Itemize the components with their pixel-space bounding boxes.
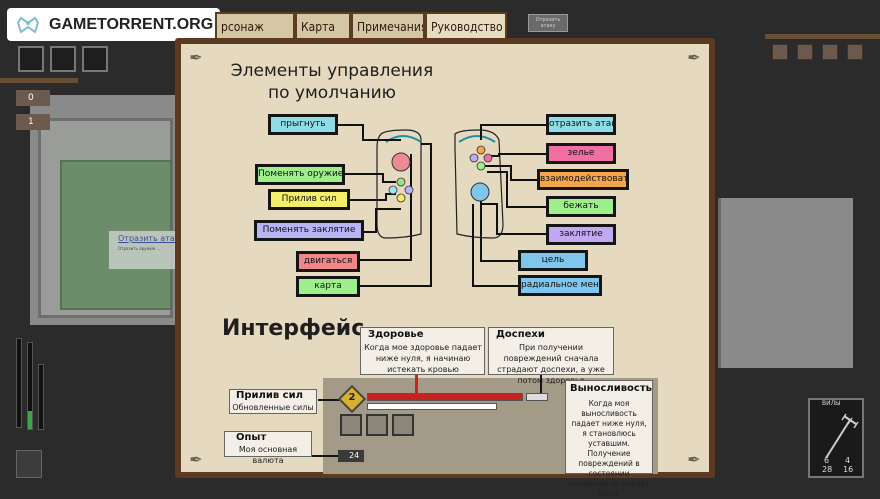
quick-slot-1[interactable] [18,46,44,72]
tab-character[interactable]: рсонаж [215,12,295,40]
label-swap-weapon: Поменять оружие [255,164,345,185]
hud-slot-2 [366,414,388,436]
surge-card-text: Обновленные силы [232,403,314,412]
resource-counter-2: 1 [16,114,50,130]
armor-connector [540,375,542,393]
label-power-surge: Прилив сил [268,189,350,210]
corner-ornament-icon: ✒ [687,48,701,67]
background-hint-link: Отразить атак [118,234,180,243]
hud-slot-3 [392,414,414,436]
gamepad-icon [16,16,40,34]
armor-card [488,327,614,375]
stamina-card-title: Выносливость [570,383,652,394]
label-parry: отразить атаку [546,114,616,135]
resource-counter-1: 0 [16,90,50,106]
exp-card [224,431,312,457]
corner-ornament-icon: ✒ [687,450,701,469]
background-hint-text: Отразить оружие ... [118,246,161,251]
surge-connector [318,399,342,401]
weapon-stat-2-bottom: 16 [843,465,854,474]
label-move: двигаться [296,251,360,272]
exp-card-text: Моя основная валюта [238,445,298,465]
label-swap-spell: Поменять заклятие [254,220,364,241]
label-interact: взаимодействовать [537,169,629,190]
armor-card-text: При получении повреждений сначала страда… [497,343,605,385]
corner-ornament-icon: ✒ [189,450,203,469]
hud-slot-1 [340,414,362,436]
stamina-card-text: Когда моя выносливость падает ниже нуля,… [568,399,650,498]
inventory-bar [765,34,880,39]
stamina-card [565,380,653,474]
exp-counter: 24 [338,450,364,462]
armor-bar [526,393,548,401]
interface-title: Интерфейс [222,316,365,341]
meter-1 [16,338,22,428]
weapon-panel[interactable] [808,398,864,478]
stamina-bar [367,403,497,410]
health-card-text: Когда мое здоровье падает ниже нуля, я н… [364,343,482,374]
health-card-title: Здоровье [368,329,424,340]
surge-level: 2 [348,392,356,403]
weapon-name: ВИЛЫ [822,400,841,407]
armor-card-title: Доспехи [496,329,545,340]
inventory-slot-3[interactable] [822,44,838,60]
inventory-slot-1[interactable] [772,44,788,60]
label-target: цель [518,250,588,271]
tab-map[interactable]: Карта [295,12,351,40]
journal-tabs: рсонаж Карта Примечания Руководство [215,12,507,40]
label-radial-menu: радиальное меню [518,275,602,296]
surge-card [229,389,317,414]
exp-card-title: Опыт [236,432,267,443]
background-hint-panel [108,230,178,270]
background-tab: Отразить атаку [528,14,568,32]
controls-title-line1: Элементы управления [230,61,434,81]
dungeon-floor-right [718,198,853,368]
tab-notes[interactable]: Примечания [351,12,425,40]
inventory-slot-4[interactable] [847,44,863,60]
pitchfork-icon [825,413,859,459]
controller-diagram [335,124,547,287]
watermark-text: GAMETORRENT.ORG [49,15,214,33]
corner-ornament-icon: ✒ [189,48,203,67]
weapon-stat-2-top: 4 [845,456,851,465]
quick-slot-3[interactable] [82,46,108,72]
label-spell: заклятие [546,224,616,245]
weapon-stat-1-top: 6 [824,456,830,465]
health-bar [367,393,523,401]
controls-title-line2: по умолчанию [267,83,396,103]
meter-2 [27,342,33,430]
meter-3 [38,364,44,430]
quick-slot-2[interactable] [50,46,76,72]
label-run: бежать [546,196,616,217]
inventory-slot-2[interactable] [797,44,813,60]
exp-connector [312,455,338,457]
surge-card-title: Прилив сил [236,390,303,401]
health-connector [415,375,418,395]
health-card [360,327,485,375]
watermark-logo: GAMETORRENT.ORG [7,8,220,41]
tab-guide[interactable]: Руководство [425,12,507,40]
label-map: карта [296,276,360,297]
weapon-stat-1-bottom: 28 [822,465,833,474]
bag-icon[interactable] [16,450,42,478]
label-jump: прыгнуть [268,114,338,135]
label-potion: зелье [546,143,616,164]
hud-bar [0,78,78,83]
